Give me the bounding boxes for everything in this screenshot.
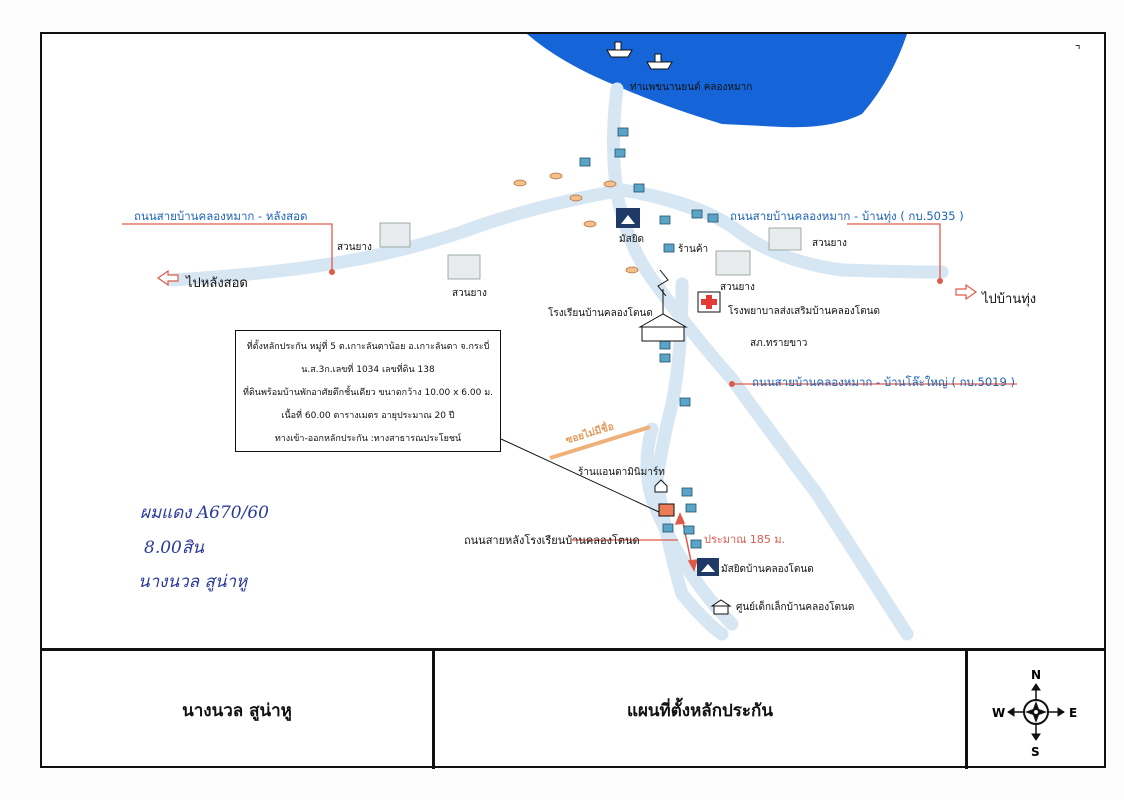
map-area: ⌝ ท่าแพขนานยนต์ คลองหมาก ถนนสายบ้านคลองห… [42, 34, 1104, 648]
info-line-2: น.ส.3ก.เลขที่ 1034 เลขที่ดิน 138 [301, 365, 435, 375]
minimart-icon [654, 479, 668, 493]
compass-n: N [1031, 668, 1041, 682]
soi-road [549, 425, 651, 460]
compass-icon: N S W E [992, 668, 1077, 759]
rubber-label-3: สวนยาง [812, 238, 847, 249]
ship-icon [606, 41, 673, 70]
school-icon [638, 269, 688, 342]
collateral-info-box: ที่ตั้งหลักประกัน หมู่ที่ 5 ต.เกาะลันตาน… [235, 330, 501, 452]
police-label: สภ.ทรายขาว [750, 338, 808, 349]
info-line-3: ที่ดินพร้อมบ้านพักอาศัยตึกชั้นเดียว ขนาด… [243, 388, 493, 398]
road-branch-south [640, 422, 739, 631]
pier-label: ท่าแพขนานยนต์ คลองหมาก [630, 82, 753, 93]
info-line-5: ทางเข้า-ออกหลักประกัน :ทางสาธารณประโยชน์ [274, 434, 462, 444]
mosque2-label: มัสยิดบ้านคลองโตนด [721, 564, 814, 575]
rubber-label-2: สวนยาง [452, 288, 487, 299]
compass-rose: N S W E [968, 651, 1104, 769]
handwriting-line-2: 8.00สิน [144, 538, 204, 558]
childcenter-label: ศูนย์เด็กเล็กบ้านคลองโตนด [736, 602, 855, 613]
road-from-pier [607, 82, 914, 641]
shop-label: ร้านค้า [678, 244, 709, 255]
minimart-label: ร้านแอนดามินิมาร์ท [578, 467, 665, 478]
fish-icons [513, 172, 639, 274]
compass-w: W [992, 706, 1005, 720]
map-frame: ⌝ ท่าแพขนานยนต์ คลองหมาก ถนนสายบ้านคลองห… [40, 32, 1106, 769]
child-center-icon [710, 599, 732, 615]
road-to-banthung [615, 183, 949, 279]
distance-label: ประมาณ 185 ม. [704, 533, 786, 546]
infobox-pointer [500, 438, 660, 513]
owner-name: นางนวล สูน่าหู [42, 651, 435, 769]
handwriting-line-3: นางนวล สูน่าหู [138, 572, 248, 592]
road-south [650, 277, 729, 641]
map-drawing: ⌝ [122, 34, 1081, 641]
info-line-1: ที่ตั้งหลักประกัน หมู่ที่ 5 ต.เกาะลันตาน… [246, 342, 490, 352]
title-block: นางนวล สูน่าหู แผนที่ตั้งหลักประกัน N S … [42, 648, 1104, 769]
direction-langsod: ไปหลังสอด [186, 276, 248, 291]
road-label-banthung: ถนนสายบ้านคลองหมาก - บ้านทุ่ง ( กบ.5035 … [730, 209, 964, 223]
hospital-label: โรงพยาบาลส่งเสริมบ้านคลองโตนด [728, 306, 880, 317]
compass-s: S [1031, 745, 1040, 759]
hospital-icon [697, 291, 721, 313]
direction-banthung: ไปบ้านทุ่ง [982, 292, 1037, 307]
house-icons [579, 127, 719, 549]
rubber-label-1: สวนยาง [337, 242, 372, 253]
handwriting-line-1: ผมแดง A670/60 [140, 503, 269, 523]
info-line-4: เนื้อที่ 60.00 ตารางเมตร อายุประมาณ 20 ป… [281, 411, 455, 421]
school-label: โรงเรียนบ้านคลองโตนด [548, 308, 653, 319]
map-title: แผนที่ตั้งหลักประกัน [435, 651, 968, 769]
road-label-banloyai: ถนนสายบ้านคลองหมาก - บ้านโล๊ะใหญ่ ( กบ.5… [752, 375, 1015, 389]
arrow-right-icon [955, 283, 978, 301]
road-label-langsod: ถนนสายบ้านคลองหมาก - หลังสอด [134, 209, 308, 223]
rubber-tree-icons [379, 222, 802, 280]
svg-text:⌝: ⌝ [1075, 43, 1081, 57]
arrow-left-icon [156, 269, 179, 287]
road-label-school-back: ถนนสายหลังโรงเรียนบ้านคลองโตนด [464, 534, 640, 547]
compass-e: E [1069, 706, 1077, 720]
collateral-marker [658, 503, 675, 517]
mosque-label: มัสยิด [619, 234, 645, 245]
rubber-label-4: สวนยาง [720, 282, 755, 293]
